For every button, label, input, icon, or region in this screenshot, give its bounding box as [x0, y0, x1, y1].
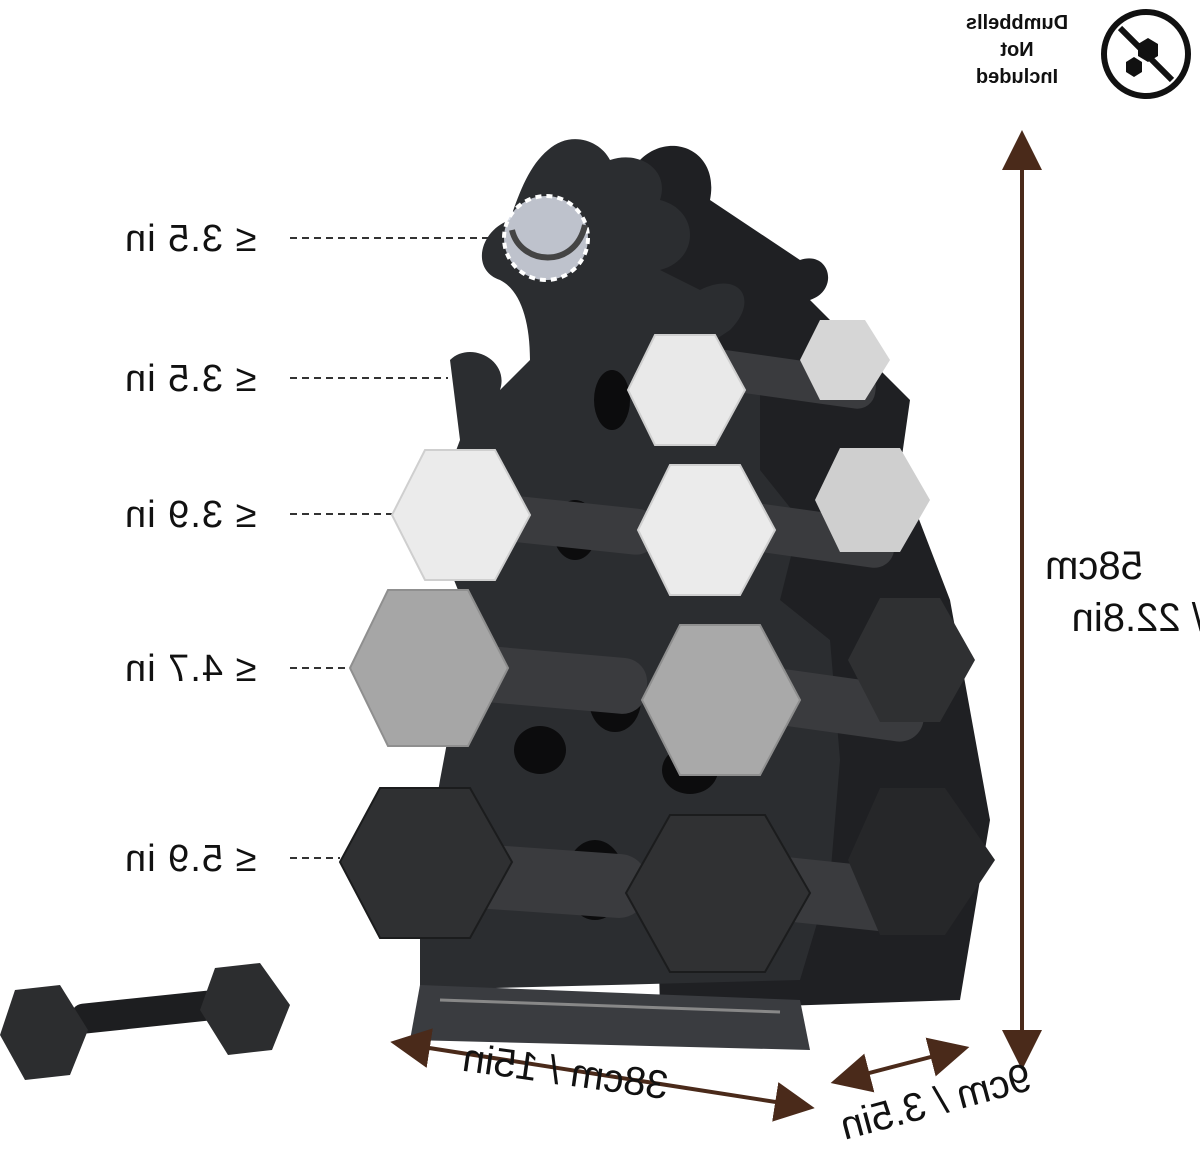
dumbbell-black-2	[624, 814, 812, 973]
dumbbell-gray-1	[348, 589, 510, 747]
height-cm: 58cm	[1045, 544, 1143, 588]
loose-dumbbell	[0, 963, 290, 1080]
dumbbell-gray-2	[640, 624, 802, 776]
rack-front-panel	[420, 139, 840, 991]
height-in: / 22.8in	[1071, 596, 1200, 640]
dumbbell-white-2	[390, 449, 532, 581]
dumbbell-white-1	[626, 334, 747, 446]
width-arrow	[390, 1028, 815, 1122]
depth-arrow	[830, 1037, 970, 1093]
leader-lines	[290, 237, 500, 859]
dumbbell-white-3	[636, 464, 777, 596]
height-label: 58cm / 22.8in	[1045, 540, 1200, 644]
no-dumbbell-icon	[1101, 9, 1191, 99]
dumbbell-black-1	[338, 787, 514, 939]
